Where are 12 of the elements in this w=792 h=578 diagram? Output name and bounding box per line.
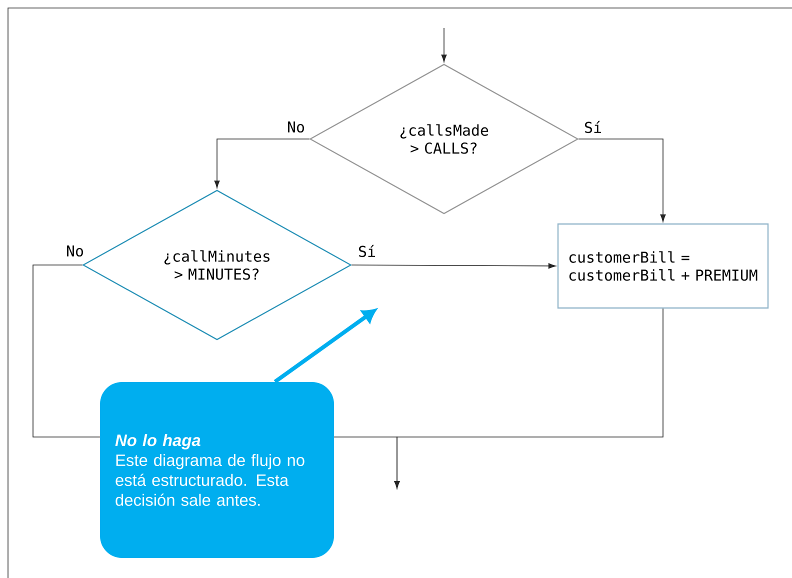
arrow <box>578 138 666 222</box>
edge-label: No <box>67 245 83 257</box>
edge-label: Sí <box>359 244 375 258</box>
arrow <box>441 28 447 62</box>
edge-label: Sí <box>585 120 601 134</box>
callout-box: No lo haga Este diagrama de flujo no está estructurado. Esta decisión sale antes. <box>100 382 334 558</box>
process-box: customerBill = customerBill + PREMIUM <box>557 223 769 309</box>
arrow <box>214 138 310 188</box>
arrow <box>274 309 376 384</box>
arrow <box>394 308 664 489</box>
arrow <box>351 263 556 269</box>
edge-label: No <box>288 121 304 133</box>
